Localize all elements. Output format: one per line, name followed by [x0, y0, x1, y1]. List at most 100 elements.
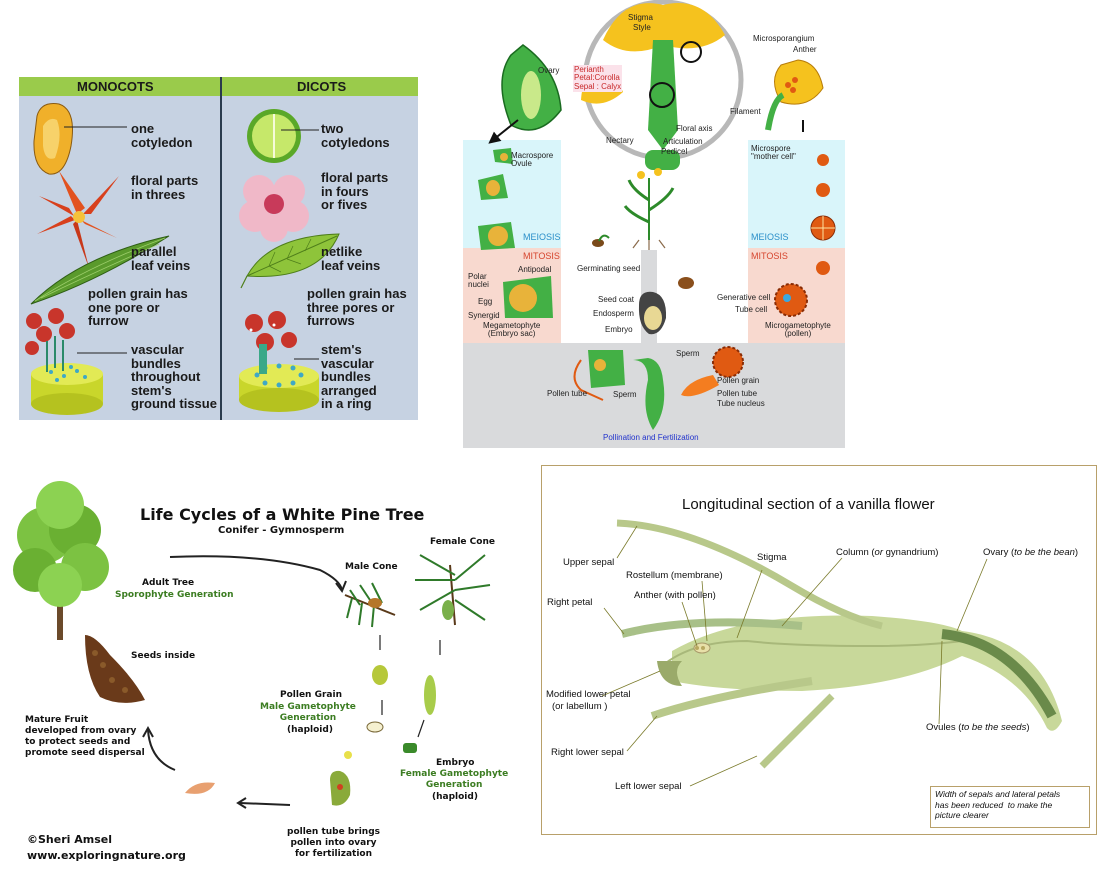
ovules-text-a: Ovules ( — [926, 722, 962, 733]
pollen-tube-left-label: Pollen tube — [547, 389, 588, 398]
anther-label: Anther — [793, 45, 817, 54]
filament-label: Filament — [730, 107, 761, 116]
column-divider — [220, 77, 222, 420]
dicot-cotyledon-text: two cotyledons — [321, 122, 390, 149]
seed-icon — [185, 782, 215, 794]
sperm-left-label: Sperm — [613, 390, 637, 399]
angiosperm-illustration — [463, 0, 845, 448]
panel-header: MONOCOTS DICOTS — [19, 77, 418, 96]
microspore-label: Microspore "mother cell" — [751, 144, 796, 162]
sperm-right-label: Sperm — [676, 349, 700, 358]
female-cone-icon — [415, 554, 491, 626]
pollen-grain-icon — [366, 721, 384, 733]
articulation-label: Articulation — [663, 137, 703, 146]
parallel-leaf-icon — [30, 235, 170, 305]
megagametophyte-label: Megametophyte (Embryo sac) — [483, 321, 541, 339]
ovary-label: Ovary — [538, 66, 560, 75]
pine-subtitle: Conifer - Gymnosperm — [218, 525, 345, 536]
monocots-heading: MONOCOTS — [77, 79, 154, 94]
stigma-label: Stigma — [757, 552, 787, 563]
pine-title: Life Cycles of a White Pine Tree — [140, 505, 425, 524]
copyright-text: ©Sheri Amsel — [27, 833, 112, 846]
right-petal-icon — [621, 618, 803, 638]
polar-nuclei-label: Polar nuclei — [468, 272, 489, 290]
ovules-text-c: ) — [1026, 722, 1030, 733]
vanilla-flower-panel: Longitudinal section of a vanilla flower… — [541, 465, 1097, 835]
angiosperm-cycle-panel: Stigma Style Perianth Petal:Corolla Sepa… — [463, 0, 845, 448]
microgametophyte-label: Microgametophyte (pollen) — [765, 321, 831, 339]
pollination-caption: Pollination and Fertilization — [603, 433, 699, 442]
ovules-text-b: to be the seeds — [961, 722, 1027, 733]
upper-sepal-label: Upper sepal — [563, 557, 615, 568]
vanilla-illustration — [601, 519, 1062, 787]
website-link[interactable]: www.exploringnature.org — [27, 849, 186, 862]
dicot-leaf-text: netlike leaf veins — [321, 245, 380, 272]
pollen-tube-right-label: Pollen tube — [717, 389, 758, 398]
dicot-pollen-text: pollen grain has three pores or furrows — [307, 287, 407, 328]
labellum-icon — [657, 661, 682, 686]
flower-body-icon — [672, 615, 1062, 731]
dicot-stem-value: stem's vascular bundles arranged in a ri… — [321, 342, 377, 411]
nectary-label: Nectary — [606, 136, 634, 145]
female-meiosis-label: MEIOSIS — [523, 232, 561, 242]
column-text-a: Column ( — [836, 547, 875, 558]
monocot-pollen-icon — [25, 308, 75, 355]
male-strobilus-icon — [372, 665, 388, 685]
vanilla-title: Longitudinal section of a vanilla flower — [682, 496, 935, 513]
monocot-pollen-value: pollen grain has one pore or furrow — [88, 286, 188, 328]
seeds-inside-label: Seeds inside — [131, 651, 196, 661]
dicot-pollen-icon — [245, 311, 297, 351]
right-lower-sepal-label: Right lower sepal — [551, 747, 624, 758]
dicot-pollen-value: pollen grain has three pores or furrows — [307, 286, 407, 328]
female-gametophyte-label: Female Gametophyte Generation — [400, 769, 509, 790]
monocot-stem-icon — [31, 336, 127, 415]
dicot-floral-text: floral parts in fours or fives — [321, 171, 388, 212]
mature-fruit-label: Mature Fruit developed from ovary to pro… — [25, 715, 145, 758]
male-cone-icon — [344, 582, 396, 628]
monocot-leaf-value: parallel leaf veins — [131, 244, 191, 273]
tube-cell-label: Tube cell — [735, 305, 768, 314]
embryo-label: Embryo — [605, 325, 633, 334]
male-meiosis-label: MEIOSIS — [751, 232, 789, 242]
female-strobilus-icon — [424, 675, 436, 715]
monocot-stem-text: vascular bundles throughout stem's groun… — [131, 343, 217, 411]
antipodal-label: Antipodal — [518, 265, 552, 274]
seed-coat-label: Seed coat — [598, 295, 635, 304]
ovary-label: Ovary (to be the bean) — [983, 547, 1078, 558]
macrospore-label: Macrospore Ovule — [511, 151, 554, 169]
style-label: Style — [633, 23, 651, 32]
microsporangium-label: Microsporangium — [753, 34, 815, 43]
dicot-leaf-value: netlike leaf veins — [321, 244, 381, 273]
monocot-stem-value: vascular bundles throughout stem's groun… — [131, 342, 217, 411]
pine-cycle-panel: Life Cycles of a White Pine Tree Conifer… — [0, 475, 520, 888]
ovary-text-c: ) — [1074, 547, 1079, 558]
dicot-cotyledon-value: two cotyledons — [321, 121, 390, 150]
left-lower-sepal-label: Left lower sepal — [615, 781, 682, 792]
monocot-seed-icon — [33, 103, 127, 175]
labellum-label: (or labellum ) — [552, 701, 608, 712]
sporophyte-label: Sporophyte Generation — [115, 590, 234, 600]
male-cone-label: Male Cone — [345, 562, 398, 572]
column-label: Column (or gynandrium) — [836, 547, 938, 558]
stigma-label: Stigma — [628, 13, 653, 22]
monocot-floral-text: floral parts in threes — [131, 174, 198, 201]
ovary-text-a: Ovary ( — [983, 547, 1015, 558]
monocot-cotyledon-value: one cotyledon — [131, 121, 193, 150]
perianth-label: Perianth Petal:Corolla Sepal : Calyx — [573, 65, 623, 93]
column-text-b: or — [874, 547, 883, 558]
synergid-label: Synergid — [468, 311, 500, 320]
right-lower-sepal-icon — [650, 677, 813, 720]
pedicel-label: Pedicel — [661, 147, 688, 156]
monocot-leaf-text: parallel leaf veins — [131, 245, 190, 272]
female-haploid-label: (haploid) — [432, 792, 478, 802]
fertilized-ovary-icon — [633, 358, 665, 430]
dicot-floral-value: floral parts in fours or fives — [321, 170, 389, 212]
male-mitosis-label: MITOSIS — [751, 251, 788, 261]
netlike-leaf-icon — [240, 233, 340, 289]
germinating-seed-label: Germinating seed — [577, 264, 641, 273]
dicot-stem-icon — [239, 344, 319, 412]
upper-sepal-icon — [616, 519, 883, 630]
anther-label: Anther (with pollen) — [634, 590, 716, 601]
female-cone-label: Female Cone — [430, 537, 495, 547]
pine-illustration — [13, 481, 491, 809]
